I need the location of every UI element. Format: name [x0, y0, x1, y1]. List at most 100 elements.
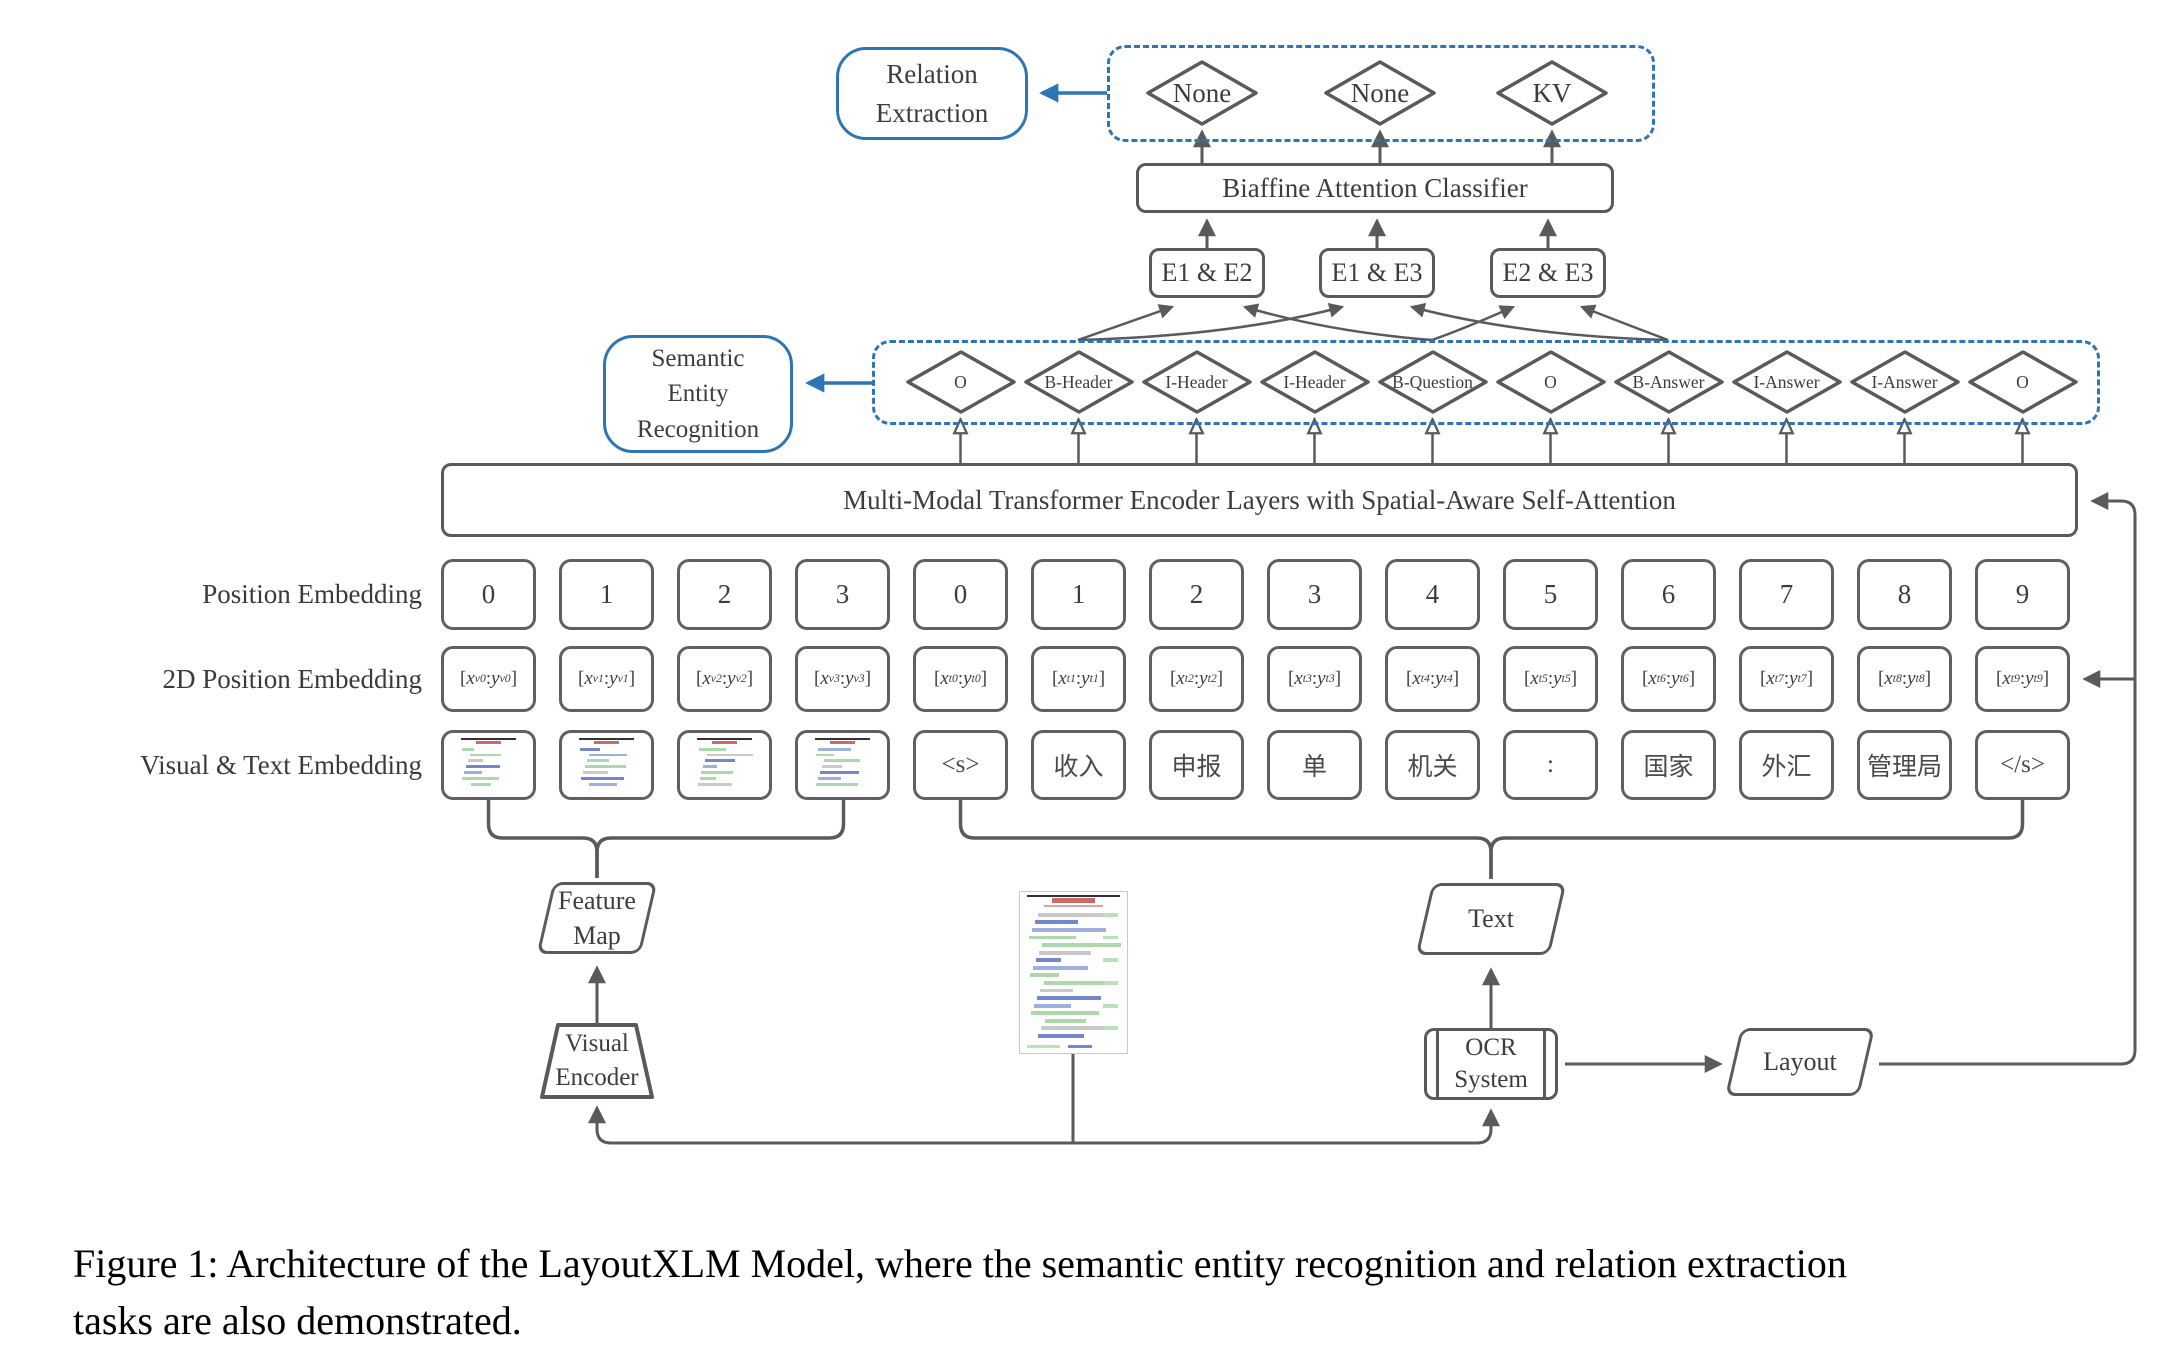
diamond-shape: [1967, 350, 2078, 414]
visual-text-embedding-row-label: Visual & Text Embedding: [140, 749, 422, 780]
token-label: <s>: [941, 751, 980, 778]
entity-pair-box: E2 & E3: [1490, 248, 1606, 298]
doc-content-bar: [822, 765, 843, 769]
diamond-label: None: [1350, 77, 1410, 108]
doc-content-bar: [711, 740, 738, 745]
doc-content-bar: [578, 738, 634, 740]
doc-content-bar: [1028, 935, 1076, 940]
ser-tag-diamond: I-Answer: [1731, 350, 1842, 414]
doc-content-bar: [823, 759, 861, 763]
diamond-label: O: [1544, 371, 1557, 392]
2d-position-embedding-row-label: 2D Position Embedding: [162, 663, 422, 694]
visual-embedding-cell: [677, 730, 772, 800]
token-label: 管理局: [1866, 754, 1942, 781]
position-embedding-cell: 9: [1975, 559, 2070, 630]
doc-content-bar: [1103, 981, 1119, 985]
token-embedding-cell: 国家: [1621, 730, 1716, 800]
doc-content-bar: [1103, 912, 1119, 917]
doc-content-bar: [462, 777, 499, 780]
diamond-label: O: [2016, 371, 2029, 392]
relation-extraction-label: Relation Extraction: [875, 59, 989, 128]
diamond-label: KV: [1532, 77, 1572, 108]
diamond-shape: [1146, 60, 1258, 126]
visual-embedding-cell: [559, 730, 654, 800]
doc-content-bar: [705, 759, 735, 763]
position-embedding-cell: 1: [1031, 559, 1126, 630]
doc-content-bar: [1052, 898, 1095, 903]
token-embedding-cell: 外汇: [1739, 730, 1834, 800]
doc-content-bar: [1044, 1018, 1087, 1023]
doc-content-bar: [1037, 996, 1102, 1001]
doc-content-bar: [1041, 1026, 1115, 1031]
diamond-label: I-Header: [1165, 371, 1228, 392]
position-embedding-cell: 7: [1739, 559, 1834, 630]
doc-content-bar: [1042, 943, 1121, 948]
document-thumbnail: [574, 737, 639, 793]
position-embedding-cell: 0: [913, 559, 1008, 630]
token-embedding-cell: 管理局: [1857, 730, 1952, 800]
doc-content-bar: [699, 777, 716, 780]
ocr-system-box: OCR System: [1424, 1028, 1558, 1100]
doc-content-bar: [1031, 928, 1106, 932]
diamond-shape: [1023, 350, 1134, 414]
doc-content-bar: [593, 740, 620, 745]
position-embedding-cell: 6: [1621, 559, 1716, 630]
diamond-label: B-Header: [1044, 371, 1113, 392]
position-embedding-row-label: Position Embedding: [202, 578, 422, 609]
doc-content-bar: [466, 765, 500, 769]
entity-pair-label: E1 & E3: [1331, 258, 1423, 287]
feature-map-label: Feature Map: [558, 885, 636, 950]
trapezoid-outline: [540, 1023, 654, 1099]
ser-tag-diamond: O: [1495, 350, 1606, 414]
doc-content-bar: [1027, 1044, 1060, 1049]
doc-content-bar: [820, 771, 860, 775]
visual-encoder-label: Visual Encoder: [555, 1030, 639, 1091]
ser-tag-diamond: B-Header: [1023, 350, 1134, 414]
entity-pair-label: E2 & E3: [1502, 258, 1594, 287]
ser-tag-diamond: I-Header: [1141, 350, 1252, 414]
semantic-entity-recognition-box: Semantic Entity Recognition: [603, 335, 793, 453]
token-label: </s>: [2000, 751, 2045, 778]
entity-pair-box: E1 & E2: [1149, 248, 1265, 298]
text-io-shape: Text: [1415, 883, 1567, 955]
doc-content-bar: [697, 782, 733, 786]
doc-content-bar: [1043, 981, 1104, 985]
transformer-encoder-label: Multi-Modal Transformer Encoder Layers w…: [843, 484, 1676, 515]
doc-content-bar: [1030, 1011, 1100, 1016]
doc-content-bar: [707, 753, 753, 757]
diamond-shape: [1613, 350, 1724, 414]
diamond-label: I-Header: [1283, 371, 1346, 392]
biaffine-classifier-label: Biaffine Attention Classifier: [1222, 172, 1528, 203]
diamond-shape: [1849, 350, 1960, 414]
doc-content-bar: [582, 771, 608, 775]
position-embedding-cell: 2: [1149, 559, 1244, 630]
doc-content-bar: [1032, 965, 1089, 970]
doc-content-bar: [829, 740, 856, 745]
entity-pair-box: E1 & E3: [1319, 248, 1435, 298]
diamond-shape: [905, 350, 1016, 414]
doc-content-bar: [1029, 973, 1059, 978]
token-label: 外汇: [1761, 754, 1812, 781]
diamond-shape: [1495, 350, 1606, 414]
doc-content-bar: [461, 747, 475, 751]
diamond-label: B-Answer: [1632, 371, 1705, 392]
doc-content-bar: [469, 753, 502, 757]
doc-content-bar: [1038, 1034, 1085, 1038]
token-label: 单: [1301, 754, 1327, 781]
position-embedding-cell: 2: [677, 559, 772, 630]
semantic-entity-recognition-label: Semantic Entity Recognition: [636, 344, 760, 443]
diamond-label: None: [1172, 77, 1232, 108]
doc-content-bar: [1034, 920, 1078, 925]
position-embedding-cell: 1: [559, 559, 654, 630]
doc-content-bar: [814, 738, 870, 740]
doc-content-bar: [584, 765, 626, 769]
